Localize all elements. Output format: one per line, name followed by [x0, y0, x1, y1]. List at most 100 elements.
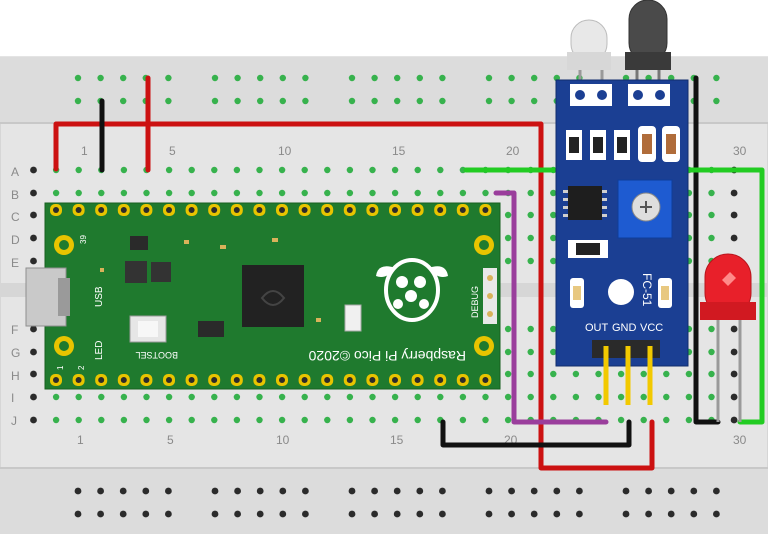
row-letter: I [11, 391, 14, 405]
breadboard-hole [119, 510, 127, 518]
breadboard-hole [279, 510, 287, 518]
breadboard-hole [324, 416, 331, 424]
breadboard-hole [504, 211, 512, 219]
breadboard-hole [527, 257, 534, 265]
breadboard-hole [256, 510, 264, 518]
col-number: 1 [77, 433, 84, 447]
mounting-hole [608, 279, 634, 305]
breadboard-hole [391, 416, 399, 424]
test-pad [316, 318, 321, 322]
breadboard-hole [369, 166, 376, 174]
breadboard-hole [371, 487, 378, 495]
ic-pins [563, 190, 607, 217]
breadboard-hole [482, 189, 489, 197]
breadboard-hole [30, 257, 37, 265]
breadboard-hole [708, 325, 715, 333]
breadboard-hole [234, 97, 241, 105]
bootsel-cap [138, 321, 158, 337]
breadboard-hole [371, 97, 378, 105]
row-letter: F [11, 323, 18, 337]
mount-hole [479, 341, 489, 351]
breadboard-hole [30, 211, 37, 219]
breadboard-hole [165, 487, 172, 495]
col-number: 1 [81, 144, 88, 158]
breadboard-hole [708, 370, 715, 378]
breadboard-hole [485, 510, 493, 518]
debug-pin [487, 293, 493, 299]
breadboard-hole [257, 97, 264, 105]
pico-pin-hole [120, 377, 127, 383]
breadboard-hole [120, 416, 128, 424]
breadboard-hole [485, 97, 493, 105]
breadboard-hole [439, 97, 446, 105]
breadboard-hole [346, 166, 354, 174]
breadboard-hole [74, 510, 82, 518]
breadboard-hole [348, 487, 356, 495]
breadboard-hole [324, 189, 331, 197]
breadboard-hole [74, 74, 82, 82]
breadboard-hole [667, 510, 675, 518]
breadboard-hole [439, 487, 446, 495]
pico-pin-hole [75, 207, 82, 213]
mount-hole [479, 240, 489, 250]
header-hole [597, 90, 607, 100]
regulator-chip [151, 262, 171, 282]
col-number: 30 [733, 144, 747, 158]
breadboard-hole [550, 189, 557, 197]
col-number: 30 [733, 433, 747, 447]
breadboard-hole [234, 487, 242, 495]
breadboard-hole [531, 97, 538, 105]
led-rim [700, 302, 756, 320]
pico-name-label: Raspberry Pi Pico ©2020 [308, 348, 466, 364]
breadboard-hole [414, 393, 421, 401]
breadboard-hole [553, 510, 561, 518]
pico-pin-hole [256, 207, 263, 213]
breadboard-hole [234, 510, 242, 518]
row-letter: J [11, 414, 17, 428]
breadboard-hole [550, 234, 557, 242]
vcc-pin-label: VCC [640, 322, 663, 334]
breadboard-hole [52, 416, 60, 424]
raspberry-logo [376, 258, 448, 322]
breadboard-hole [485, 487, 493, 495]
breadboard-hole [572, 370, 580, 378]
breadboard-hole [690, 487, 698, 495]
breadboard-hole [708, 393, 715, 401]
row-letter: G [11, 346, 20, 360]
breadboard-hole [30, 416, 37, 424]
pico-pin-hole [437, 207, 444, 213]
breadboard-hole [98, 393, 105, 401]
breadboard-hole [482, 393, 489, 401]
breadboard-hole [550, 370, 557, 378]
breadboard-hole [278, 416, 286, 424]
breadboard-hole [667, 487, 675, 495]
breadboard-hole [713, 510, 720, 518]
breadboard-hole [257, 74, 264, 82]
breadboard-hole [550, 393, 557, 401]
breadboard-hole [52, 393, 60, 401]
breadboard-hole [348, 74, 356, 82]
breadboard-hole [459, 393, 467, 401]
row-letter: H [11, 369, 20, 383]
debug-pin [487, 275, 493, 281]
breadboard-hole [439, 510, 446, 518]
breadboard-hole [346, 393, 354, 401]
breadboard-hole [713, 74, 720, 82]
breadboard-hole [142, 510, 150, 518]
col-number: 15 [390, 433, 404, 447]
header-hole [633, 90, 643, 100]
breadboard-hole [437, 393, 444, 401]
pico-pin-hole [279, 377, 285, 383]
test-pad [272, 238, 278, 242]
breadboard-hole [508, 487, 515, 495]
breadboard-hole [393, 510, 401, 518]
purple-wire [493, 190, 609, 425]
breadboard-hole [75, 416, 82, 424]
breadboard-hole [165, 510, 172, 518]
breadboard-hole [142, 487, 150, 495]
ir-sensor-module: FC-51 OUT GND VCC [555, 0, 689, 405]
gnd-pin-label: GND [612, 322, 637, 334]
breadboard-hole [504, 416, 512, 424]
breadboard-hole [143, 416, 150, 424]
breadboard-hole [504, 370, 512, 378]
